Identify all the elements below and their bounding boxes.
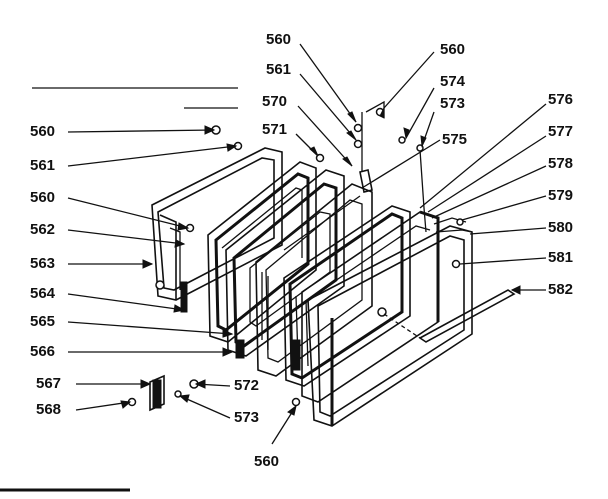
part-number-label: 570 [262,93,288,110]
part-number-label: 574 [440,73,466,90]
part-number-label: 560 [30,189,56,206]
part-number-label: 573 [440,95,466,112]
leader-lines [67,43,547,445]
part-number-label: 560 [30,123,56,140]
window-glass-part [255,183,373,377]
part-number-label: 573 [234,409,260,426]
part-number-label: 571 [262,121,288,138]
lower-small-parts [127,374,301,412]
door-liner-part [151,147,283,313]
door-handle-part [377,289,516,343]
part-number-label: 560 [266,31,292,48]
part-number-label: 560 [254,453,280,470]
part-number-label: 576 [548,91,574,108]
part-number-label: 566 [30,343,56,360]
part-number-label: 568 [36,401,62,418]
part-number-label: 575 [442,131,468,148]
insulation-panel-part [283,205,411,387]
part-number-label: 560 [440,41,466,58]
part-number-label: 563 [30,255,56,272]
part-number-label: 582 [548,281,574,298]
part-number-label: 562 [30,221,56,238]
outer-door-panel-part [307,217,473,427]
part-number-label: 561 [30,157,56,174]
part-number-label: 561 [266,61,292,78]
part-number-label: 578 [548,155,574,172]
arrow-heads [120,107,521,416]
part-number-label: 580 [548,219,574,236]
part-number-label: 572 [234,377,260,394]
part-number-label: 577 [548,123,574,140]
part-number-label: 581 [548,249,574,266]
part-number-label: 565 [30,313,56,330]
part-number-label: 567 [36,375,62,392]
part-number-label: 564 [30,285,56,302]
part-number-label: 579 [548,187,574,204]
